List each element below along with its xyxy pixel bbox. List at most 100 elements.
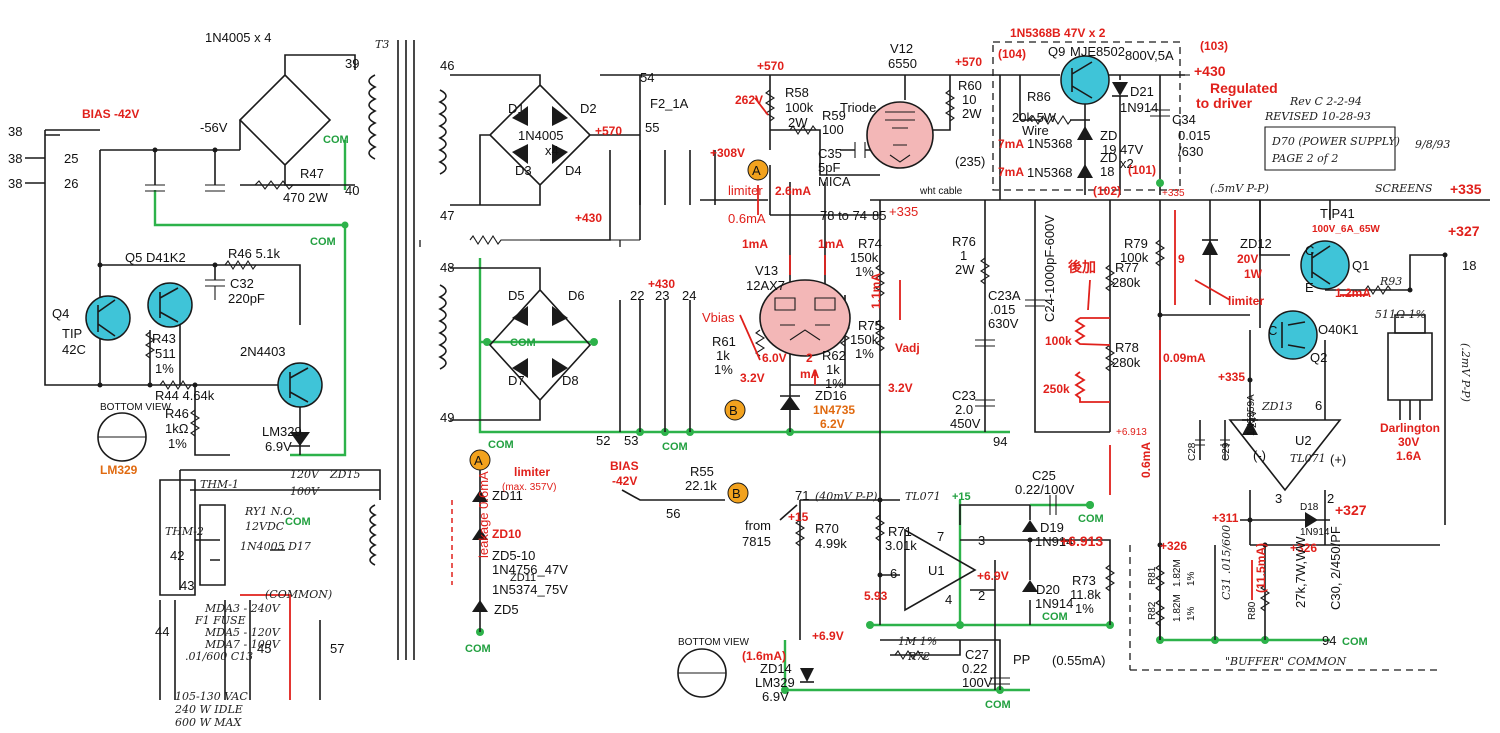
resistor-r77	[1104, 264, 1116, 292]
label-v12-type: 6550	[888, 56, 917, 71]
label-1ma-left: 1mA	[742, 237, 768, 251]
label-24v: 24V	[1248, 410, 1259, 428]
label-plus326a: +326	[1160, 539, 1187, 553]
resistor-r86	[1029, 114, 1072, 126]
junction	[1157, 312, 1163, 318]
terminal-40: 40	[345, 183, 359, 198]
label-r79: R79	[1124, 236, 1148, 251]
label-to-driver: to driver	[1196, 95, 1253, 111]
label-1ma-right: 1mA	[818, 237, 844, 251]
label-rev-c: Rev C 2-2-94	[1289, 95, 1362, 108]
label-d8: D8	[562, 373, 579, 388]
bias-wire-top	[25, 134, 60, 184]
relay-box	[159, 479, 226, 596]
label-c35-type: MICA	[818, 174, 851, 189]
label-c27-volt: 100V	[962, 675, 993, 690]
resistor-r73	[1104, 564, 1116, 592]
label-c27-value: 0.22	[962, 661, 987, 676]
bridge-lower	[450, 267, 592, 421]
label-1-1ma: 1.1mA	[869, 273, 883, 309]
label-r62-tol: 1%	[825, 376, 844, 391]
label-plus6-9b: +6.9V	[812, 629, 844, 643]
label-u2: U2	[1295, 433, 1312, 448]
label-2mv-pp: (.2mV P-P)	[1459, 343, 1472, 402]
label-r77: R77	[1115, 260, 1139, 275]
label-plus308v: +308V	[710, 146, 745, 160]
label-r86: R86	[1027, 89, 1051, 104]
label-zd15: ZD15	[329, 468, 360, 481]
label-minus56v: -56V	[200, 120, 228, 135]
diode-d7	[512, 358, 528, 378]
q4-leads	[97, 299, 116, 337]
tube-v13-internals	[774, 297, 836, 341]
label-thm2: THM-2	[165, 525, 204, 538]
label-r81-tol: 1%	[1186, 571, 1197, 586]
transistor-q9	[1060, 55, 1110, 105]
label-zd18-num: 18	[1100, 164, 1114, 179]
label-d4: D4	[565, 163, 582, 178]
junction	[1262, 542, 1268, 548]
label-x4: x4	[545, 143, 559, 158]
common-junction	[781, 686, 789, 694]
label-zd19-num: 19	[1102, 142, 1116, 157]
label-11-5ma: (11.5mA)	[1254, 543, 1268, 593]
label-limiter: limiter	[728, 183, 763, 198]
bias-mid-wire	[621, 489, 725, 501]
label-r61-value: 1k	[716, 348, 730, 363]
label-r80-value: 27k,7W,WW	[1293, 536, 1308, 608]
terminal-55: 55	[645, 120, 659, 135]
terminal-46: 46	[440, 58, 454, 73]
label-r43: R43	[152, 331, 176, 346]
label-c31: C31 .015/600	[1220, 525, 1233, 600]
label-0-6ma: 0.6mA	[728, 211, 766, 226]
junction	[1442, 252, 1448, 258]
label-r82: R82	[1147, 601, 1158, 620]
label-c27: C27	[965, 647, 989, 662]
zener-zd16	[780, 396, 800, 410]
junction	[97, 262, 103, 268]
transistor-q1	[1300, 240, 1350, 290]
diode-d1	[512, 106, 528, 126]
label-r61-tol: 1%	[714, 362, 733, 377]
label-plus430c: +430	[1194, 63, 1226, 79]
label-235: (235)	[955, 154, 985, 169]
label-zd12: ZD12	[1240, 236, 1272, 251]
q6-leads	[289, 367, 309, 403]
junction	[152, 147, 158, 153]
label-regulated: Regulated	[1210, 80, 1278, 96]
label-mains-105: 105-130 VAC	[175, 690, 248, 703]
label-zd14: ZD14	[760, 661, 792, 676]
label-c23a: C23A	[988, 288, 1021, 303]
diode-d19	[1022, 520, 1038, 532]
label-mje8502: MJE8502	[1070, 44, 1125, 59]
label-r55-value: 22.1k	[685, 478, 717, 493]
transformer-core	[397, 40, 415, 660]
junction	[1247, 517, 1253, 523]
mains-wiring	[159, 469, 381, 700]
label-r74: R74	[858, 236, 882, 251]
zener-zd5	[472, 600, 488, 612]
label-triode: Triode	[840, 100, 876, 115]
arrow-from-7815	[779, 504, 798, 521]
label-3-2v-b: 3.2V	[888, 381, 913, 395]
label-node-a-top: A	[752, 163, 761, 178]
resistor-r86-mid	[469, 234, 640, 246]
label-zd5: ZD5	[494, 602, 519, 617]
arrow-262v	[754, 97, 769, 116]
label-r74-tol: 1%	[855, 264, 874, 279]
label-q6: 2N4403	[240, 344, 286, 359]
label-com-zener: COM	[465, 643, 491, 655]
resistor-r82	[1154, 599, 1166, 627]
label-com-c27: COM	[985, 699, 1011, 711]
label-6-913b: +6.913	[1060, 533, 1103, 549]
zener-zd18	[1077, 164, 1093, 178]
capacitor-c25	[1049, 495, 1057, 515]
label-node-b-bias: B	[732, 486, 741, 501]
capacitor-c24	[1025, 299, 1045, 307]
label-com-c25: COM	[1078, 513, 1104, 525]
junction	[212, 262, 218, 268]
resistor-r43	[144, 331, 156, 359]
buffer-dashed-line	[1129, 545, 1440, 671]
label-max-357v: (max. 357V)	[502, 482, 556, 493]
label-r74-value: 150k	[850, 250, 879, 265]
